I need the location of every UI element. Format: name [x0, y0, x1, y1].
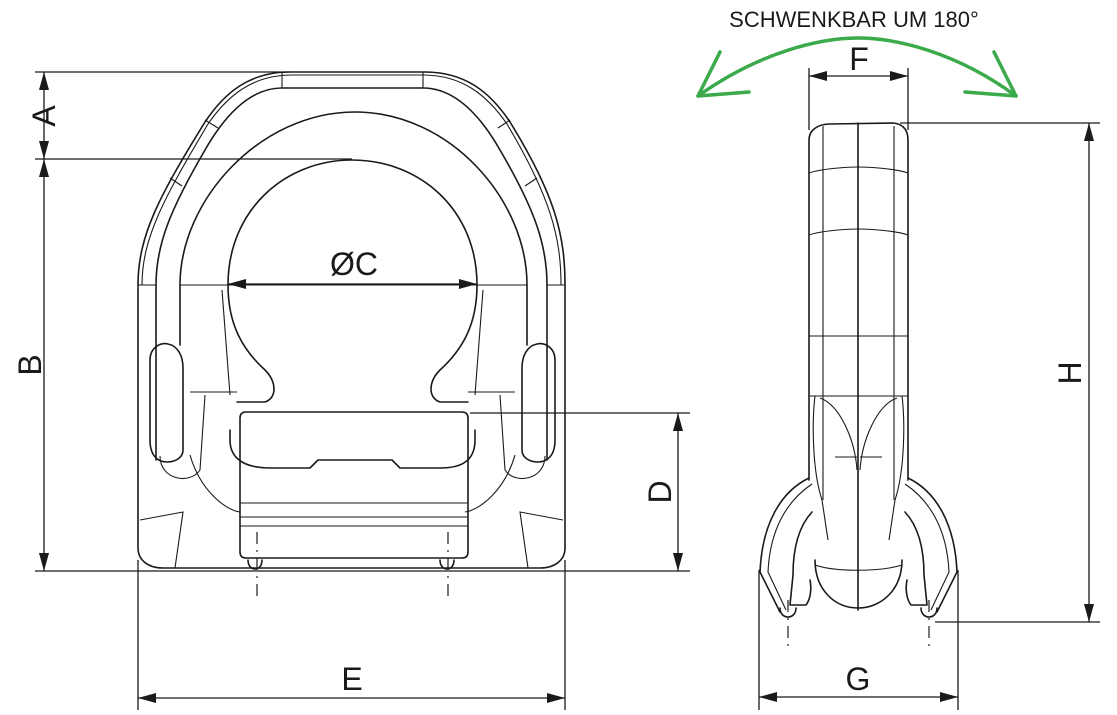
- dim-label-f: F: [849, 41, 869, 77]
- dim-label-e: E: [341, 661, 362, 697]
- side-view: [759, 122, 958, 652]
- dim-label-h: H: [1052, 361, 1088, 384]
- front-view: [137, 71, 566, 600]
- front-view-dimensions: A B ØC D E: [12, 71, 690, 710]
- arrowhead-left-icon: [696, 50, 751, 98]
- rotation-caption: SCHWENKBAR UM 180°: [729, 7, 979, 32]
- arrowhead-right-icon: [963, 50, 1018, 98]
- dim-label-g: G: [846, 661, 871, 697]
- dim-label-a: A: [26, 105, 62, 127]
- dim-label-b: B: [12, 354, 48, 375]
- side-view-dimensions: F H G: [758, 41, 1100, 710]
- rotation-indicator: SCHWENKBAR UM 180°: [696, 7, 1018, 98]
- dim-label-c: ØC: [330, 246, 378, 282]
- rotation-arc-icon: [696, 36, 1018, 98]
- dim-label-d: D: [642, 480, 678, 503]
